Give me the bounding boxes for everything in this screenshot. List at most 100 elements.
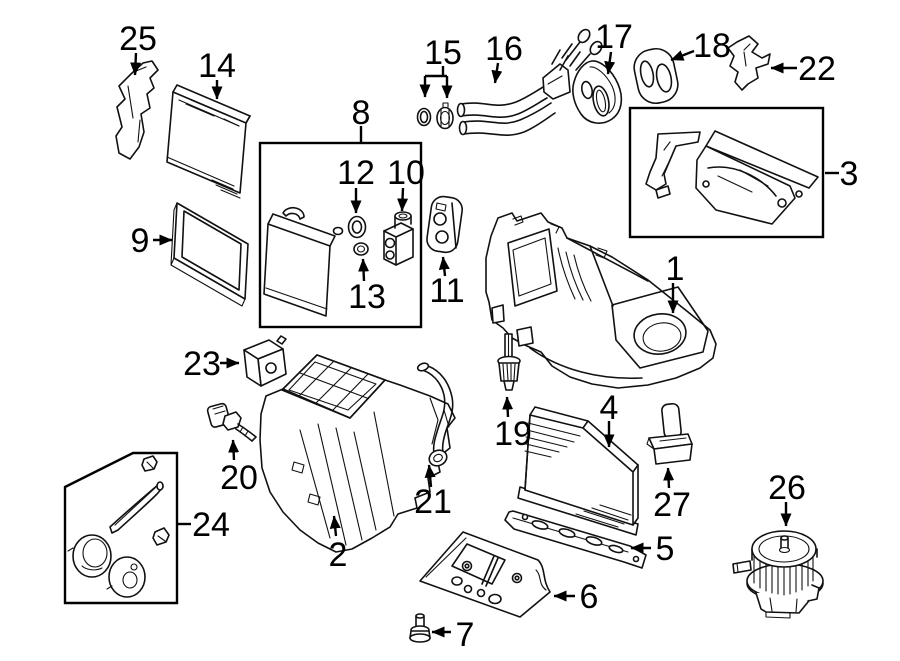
part-24-actuator-b <box>106 556 146 598</box>
callout-5[interactable]: 5 <box>630 530 675 568</box>
part-10-expansion-valve <box>383 211 414 266</box>
callout-17[interactable]: 17 <box>595 18 633 75</box>
callout-11[interactable]: 11 <box>429 256 465 310</box>
callout-10-label[interactable]: 10 <box>387 154 425 192</box>
callout-27-arrow <box>663 467 675 489</box>
part-20-temperature-sensor <box>206 402 257 442</box>
part-14-evaporator-core <box>166 84 251 199</box>
part-16-heater-pipes <box>456 28 603 136</box>
part-19-screw <box>497 333 521 391</box>
callout-17-arrow <box>604 51 616 75</box>
callout-4[interactable]: 4 <box>600 389 619 448</box>
callout-11-label[interactable]: 11 <box>429 272 464 310</box>
part-24-clip-a <box>141 455 158 472</box>
callout-9-label[interactable]: 9 <box>131 222 150 260</box>
part-21-drain-pipe <box>416 362 454 467</box>
callout-26-label[interactable]: 26 <box>768 469 806 507</box>
callout-3[interactable]: 3 <box>825 155 858 193</box>
part-1-blower-housing <box>485 212 717 389</box>
callout-25-label[interactable]: 25 <box>119 20 157 58</box>
part-13-o-ring <box>353 242 369 256</box>
part-2-heater-case <box>259 354 456 553</box>
callout-6[interactable]: 6 <box>553 578 599 616</box>
callout-20-arrow <box>228 439 240 461</box>
callout-19-arrow <box>502 396 514 418</box>
callout-27-label[interactable]: 27 <box>653 486 691 524</box>
callout-17-label[interactable]: 17 <box>595 18 633 56</box>
callout-2-label[interactable]: 2 <box>329 536 348 574</box>
callout-14[interactable]: 14 <box>198 47 236 100</box>
callout-14-label[interactable]: 14 <box>198 47 236 85</box>
callout-7-label[interactable]: 7 <box>456 616 475 654</box>
callout-19[interactable]: 19 <box>494 396 532 453</box>
callout-6-label[interactable]: 6 <box>580 578 599 616</box>
callout-4-label[interactable]: 4 <box>600 389 619 427</box>
callout-5-label[interactable]: 5 <box>656 530 675 568</box>
part-9-filter-frame <box>170 202 249 307</box>
callout-24[interactable]: 24 <box>178 506 230 544</box>
part-23-bracket <box>243 335 287 387</box>
callout-24-label[interactable]: 24 <box>192 506 230 544</box>
part-26-blower-motor <box>732 530 824 619</box>
callout-12[interactable]: 12 <box>337 154 375 214</box>
callout-15[interactable]: 15 <box>419 34 462 99</box>
callout-10[interactable]: 10 <box>387 154 425 212</box>
part-3-air-duct <box>695 130 819 225</box>
part-12-o-ring <box>347 215 367 239</box>
part-6-lower-panel <box>419 531 551 618</box>
callout-18-arrow <box>670 49 695 62</box>
callout-19-label[interactable]: 19 <box>494 415 532 453</box>
callout-2-arrow <box>329 515 341 537</box>
part-24-clip-b <box>152 527 170 546</box>
callout-15-leader <box>425 66 447 78</box>
callout-21[interactable]: 21 <box>414 464 452 521</box>
part-24-lever-arm <box>109 481 164 534</box>
part-3-bracket <box>645 131 701 199</box>
callout-13-label[interactable]: 13 <box>348 278 386 316</box>
callout-9[interactable]: 9 <box>131 222 173 260</box>
callout-13-arrow <box>358 258 370 282</box>
callout-16-arrow <box>491 62 503 84</box>
callout-12-label[interactable]: 12 <box>337 154 375 192</box>
callout-21-label[interactable]: 21 <box>414 483 452 521</box>
part-18-seal-grommet <box>633 47 679 105</box>
callout-22-label[interactable]: 22 <box>798 50 836 88</box>
part-25-mount-bracket <box>115 60 159 160</box>
callout-18-label[interactable]: 18 <box>693 27 731 65</box>
callout-16-label[interactable]: 16 <box>485 30 523 68</box>
callout-1-label[interactable]: 1 <box>666 250 685 288</box>
part-7-drain-plug <box>409 613 431 643</box>
callout-1[interactable]: 1 <box>666 250 685 314</box>
callout-2[interactable]: 2 <box>329 515 348 574</box>
callout-20-label[interactable]: 20 <box>220 459 258 497</box>
callout-26[interactable]: 26 <box>768 469 806 527</box>
callout-18[interactable]: 18 <box>670 27 731 65</box>
callout-11-arrow <box>438 256 450 277</box>
part-27-support-clip <box>646 402 693 465</box>
part-24-actuator-a <box>67 534 112 578</box>
callout-15-label[interactable]: 15 <box>424 34 462 72</box>
callout-16[interactable]: 16 <box>485 30 523 84</box>
part-11-pipe-grommet <box>426 195 463 254</box>
callout-22[interactable]: 22 <box>770 50 836 88</box>
part-17-seal-grommet <box>572 60 623 124</box>
callout-25[interactable]: 25 <box>119 20 157 76</box>
part-22-bracket <box>727 35 771 91</box>
callout-25-arrow <box>130 52 142 76</box>
callout-8-label[interactable]: 8 <box>352 94 371 132</box>
callout-7[interactable]: 7 <box>431 616 475 654</box>
callout-3-label[interactable]: 3 <box>840 155 859 193</box>
callout-20[interactable]: 20 <box>220 439 258 497</box>
part-8-evaporator <box>263 206 344 317</box>
group-8-evaporator-kit <box>258 141 423 329</box>
callout-13[interactable]: 13 <box>348 258 386 316</box>
callout-23-label[interactable]: 23 <box>183 345 221 383</box>
callout-27[interactable]: 27 <box>653 467 691 524</box>
callout-23[interactable]: 23 <box>183 345 240 383</box>
callout-10-arrow <box>397 187 409 212</box>
group-24-actuator-kit <box>63 451 179 605</box>
callout-8[interactable]: 8 <box>352 94 371 142</box>
part-15-o-rings <box>416 102 454 130</box>
callout-21-arrow <box>424 464 436 488</box>
